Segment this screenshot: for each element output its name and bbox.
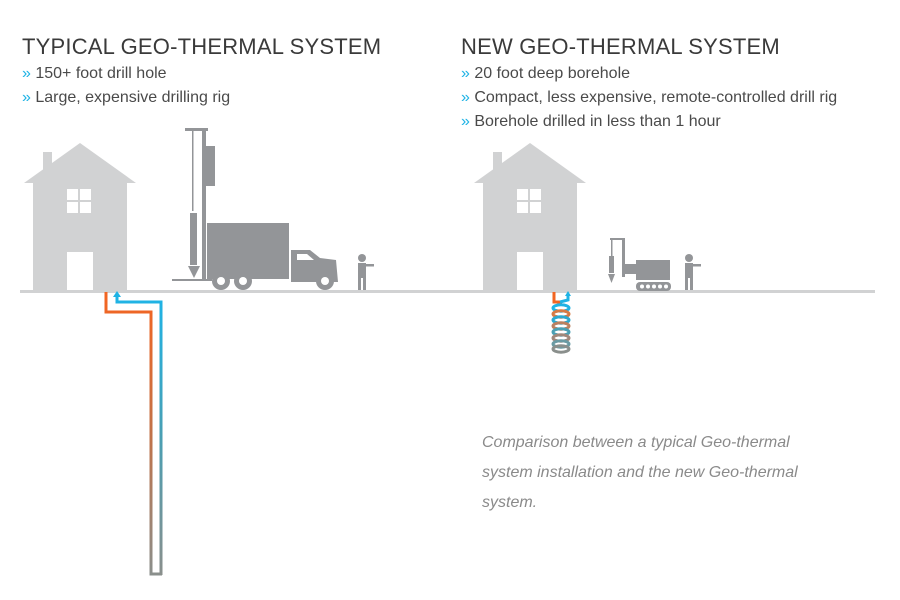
house-left-window	[67, 189, 93, 290]
right-bullet: 20 foot deep borehole	[461, 62, 837, 86]
left-bullet: Large, expensive drilling rig	[22, 86, 230, 110]
worker-right	[685, 254, 701, 290]
right-bullet: Borehole drilled in less than 1 hour	[461, 110, 837, 134]
ground-line	[20, 290, 875, 293]
house-right-window	[517, 189, 543, 290]
arrow-up-icon	[113, 291, 121, 297]
worker-left	[358, 254, 374, 290]
left-bullet: 150+ foot drill hole	[22, 62, 230, 86]
right-bullet: Compact, less expensive, remote-controll…	[461, 86, 837, 110]
caption: Comparison between a typical Geo-thermal…	[482, 434, 798, 511]
truck-details	[217, 254, 329, 285]
right-title: NEW GEO-THERMAL SYSTEM	[461, 34, 780, 59]
cold-pipe-left	[115, 296, 163, 575]
compact-drill-rig	[608, 238, 671, 291]
track-wheels	[640, 284, 668, 289]
right-bullets: 20 foot deep borehole Compact, less expe…	[461, 62, 837, 134]
hot-pipe-left	[104, 292, 162, 576]
coil-loop	[551, 291, 571, 354]
left-bullets: 150+ foot drill hole Large, expensive dr…	[22, 62, 230, 110]
drill-rig-truck	[172, 128, 338, 290]
left-title: TYPICAL GEO-THERMAL SYSTEM	[22, 34, 382, 59]
